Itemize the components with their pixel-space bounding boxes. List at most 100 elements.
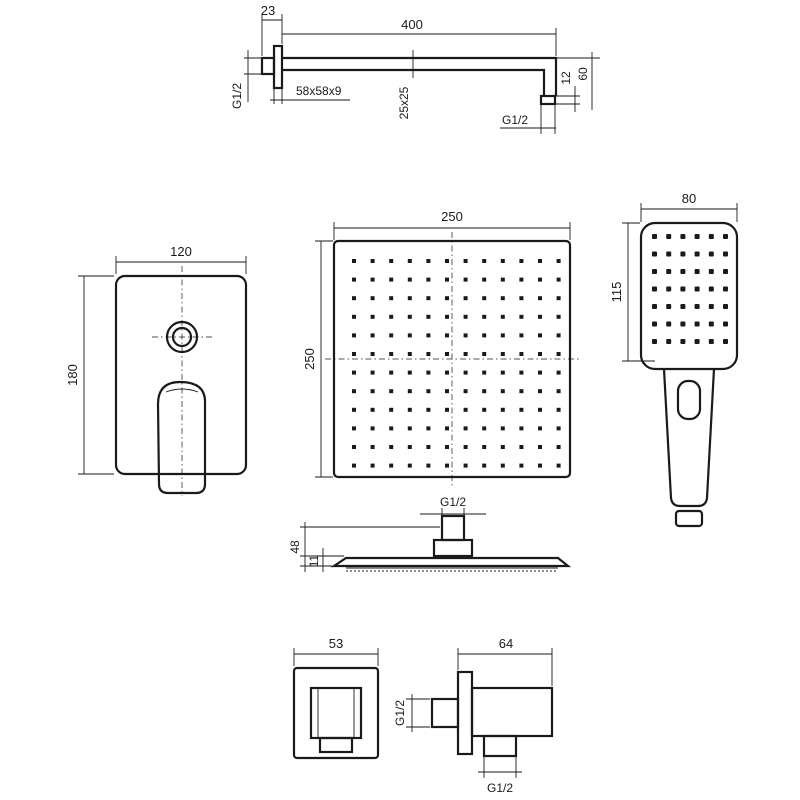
hand-shower-view: 80 115 — [609, 191, 739, 528]
rain-nozzle — [426, 314, 431, 319]
rain-nozzle — [389, 277, 394, 282]
rain-nozzle — [370, 296, 375, 301]
rain-nozzle — [463, 463, 468, 468]
rain-nozzle — [426, 277, 431, 282]
rain-nozzle — [407, 296, 412, 301]
rain-nozzle — [556, 463, 561, 468]
rain-nozzle — [407, 426, 412, 431]
wall-outlet-side-nut — [482, 734, 518, 758]
hand-nozzle — [708, 321, 714, 327]
hand-nozzle — [723, 269, 728, 274]
dim-mixer-width: 120 — [170, 244, 192, 259]
rain-nozzle — [482, 370, 487, 375]
rain-nozzle — [407, 389, 412, 394]
hand-nozzle — [723, 251, 728, 257]
rain-nozzle — [463, 389, 468, 394]
rain-nozzle — [519, 259, 524, 263]
rain-nozzle — [500, 277, 505, 282]
rain-nozzle — [519, 352, 524, 356]
rain-nozzle — [407, 259, 412, 263]
wall-outlet-flange — [456, 670, 474, 756]
hand-nozzle — [666, 286, 672, 292]
hand-nozzle — [666, 321, 672, 327]
rain-nozzle — [519, 389, 524, 394]
rain-nozzle — [370, 407, 375, 412]
dim-wall-outlet-hose-thread: G1/2 — [487, 781, 513, 795]
rain-nozzle — [538, 259, 542, 263]
rain-nozzle — [389, 259, 394, 263]
hand-nozzle — [652, 269, 657, 274]
hand-nozzle — [680, 286, 686, 292]
rain-nozzle — [426, 333, 431, 338]
rain-nozzle — [370, 352, 375, 356]
arm-wall-flange — [272, 44, 284, 90]
rain-nozzle — [538, 463, 542, 468]
rain-nozzle — [500, 463, 505, 468]
rain-nozzle — [407, 370, 412, 375]
rain-nozzle — [352, 407, 356, 412]
dim-wall-outlet-width: 53 — [329, 636, 343, 651]
rain-nozzle — [407, 314, 412, 319]
rain-nozzle — [445, 352, 449, 356]
rain-nozzle — [426, 389, 431, 394]
rain-nozzle — [389, 296, 394, 301]
diverter-knob-inner — [171, 326, 193, 348]
rain-nozzle — [519, 407, 524, 412]
dim-wall-outlet-wall-thread: G1/2 — [393, 700, 407, 726]
hand-nozzle — [680, 321, 686, 327]
rain-nozzle — [352, 445, 356, 449]
hand-nozzle — [723, 234, 728, 239]
hand-nozzle — [723, 304, 728, 309]
rain-nozzle — [352, 370, 356, 375]
rain-nozzle — [389, 333, 394, 338]
hand-nozzle — [652, 234, 657, 239]
rain-nozzle — [500, 259, 505, 263]
rain-nozzle — [482, 445, 487, 449]
rain-nozzle — [445, 259, 449, 263]
hand-nozzle — [680, 251, 686, 257]
hand-nozzle — [694, 234, 700, 239]
hand-shower-button — [676, 379, 702, 421]
rain-nozzle — [426, 426, 431, 431]
rain-head-nozzles — [352, 259, 561, 468]
rain-nozzle — [519, 277, 524, 282]
rain-nozzle — [482, 389, 487, 394]
rain-nozzle — [445, 426, 449, 431]
rain-head-view: 250 250 — [302, 209, 579, 486]
dim-rain-head-width: 250 — [441, 209, 463, 224]
rain-nozzle — [482, 296, 487, 301]
rain-nozzle — [352, 333, 356, 338]
rain-nozzle — [463, 370, 468, 375]
rain-nozzle — [426, 407, 431, 412]
hand-nozzle — [723, 321, 728, 327]
rain-nozzle — [389, 370, 394, 375]
rain-nozzle — [463, 314, 468, 319]
rain-nozzle — [538, 426, 542, 431]
rain-nozzle — [352, 277, 356, 282]
rain-nozzle — [370, 445, 375, 449]
rain-nozzle — [426, 370, 431, 375]
hand-nozzle — [694, 304, 700, 309]
rain-nozzle — [445, 277, 449, 282]
rain-nozzle — [482, 259, 487, 263]
rain-nozzle — [389, 445, 394, 449]
rain-nozzle — [463, 407, 468, 412]
mixer-plate-view: 120 180 — [65, 244, 248, 496]
hand-nozzle — [652, 304, 657, 309]
rain-nozzle — [389, 352, 394, 356]
rain-head-profile — [330, 556, 572, 568]
hand-shower-hose-nut — [674, 509, 704, 528]
hand-nozzle — [680, 269, 686, 274]
rain-head-side-view: G1/2 48 11 — [288, 495, 572, 572]
dim-arm-flange-size: 58x58x9 — [296, 84, 342, 98]
rain-nozzle — [370, 314, 375, 319]
rain-nozzle — [556, 296, 561, 301]
hand-nozzle — [723, 339, 728, 344]
rain-nozzle — [407, 333, 412, 338]
rain-nozzle — [556, 370, 561, 375]
dim-rain-head-depth: 250 — [302, 348, 317, 370]
hand-nozzle — [708, 304, 714, 309]
rain-nozzle — [463, 352, 468, 356]
rain-nozzle — [445, 463, 449, 468]
